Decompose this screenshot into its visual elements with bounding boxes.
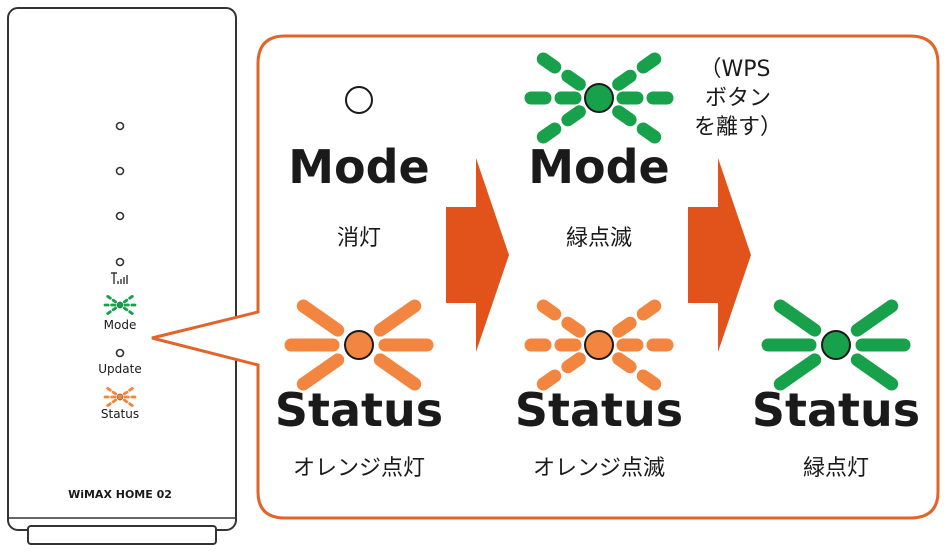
led-dash bbox=[561, 352, 586, 374]
device-status-led bbox=[103, 386, 137, 408]
led-dash bbox=[128, 310, 134, 316]
step-1-status-state: オレンジ点灯 bbox=[293, 456, 425, 481]
step-1-mode-state: 消灯 bbox=[337, 226, 381, 251]
led-dash bbox=[111, 306, 118, 312]
led-dash bbox=[536, 369, 562, 391]
led-dash bbox=[612, 352, 637, 374]
led-dash bbox=[128, 294, 134, 300]
led-dash bbox=[106, 294, 112, 300]
led-dash bbox=[106, 310, 112, 316]
led-dot bbox=[584, 330, 614, 360]
led-ray bbox=[373, 299, 422, 337]
step-2-mode-label: Mode bbox=[528, 140, 670, 194]
led-ray bbox=[296, 299, 345, 337]
led-dash bbox=[612, 316, 637, 338]
step-3: Status 緑点灯 bbox=[752, 299, 920, 481]
led-dash bbox=[536, 122, 562, 144]
device-led-1 bbox=[115, 121, 125, 131]
led-ray bbox=[773, 299, 822, 337]
status-led-solid-orange-icon bbox=[284, 299, 434, 391]
device-mode-led bbox=[103, 294, 137, 316]
led-dash bbox=[636, 299, 662, 321]
step-2-note-line-3: を離す） bbox=[694, 115, 782, 140]
led-dash bbox=[111, 390, 118, 396]
device-model-label: WiMAX HOME 02 bbox=[68, 488, 172, 501]
mode-led-off-icon bbox=[345, 86, 373, 114]
device-led-2 bbox=[115, 166, 125, 176]
led-ray bbox=[850, 353, 899, 391]
step-2: （WPS ボタン を離す） Mode 緑点滅 Status オレンジ点滅 bbox=[515, 52, 782, 481]
led-ray bbox=[773, 353, 822, 391]
led-dash bbox=[111, 398, 118, 404]
step-3-status-state: 緑点灯 bbox=[803, 456, 869, 481]
signal-bars-icon bbox=[111, 272, 128, 284]
led-dash bbox=[122, 390, 129, 396]
step-1-mode-label: Mode bbox=[288, 140, 430, 194]
device-status-label: Status bbox=[101, 407, 139, 421]
led-dash bbox=[122, 306, 129, 312]
led-dash bbox=[561, 316, 586, 338]
led-dash bbox=[536, 299, 562, 321]
led-dot bbox=[584, 83, 614, 113]
device-update-label: Update bbox=[98, 362, 141, 376]
step-2-status-label: Status bbox=[515, 383, 683, 437]
status-led-blinking-orange-icon bbox=[524, 299, 674, 391]
status-led-solid-green-icon bbox=[761, 299, 911, 391]
led-dash bbox=[111, 298, 118, 304]
step-1: Mode 消灯 Status オレンジ点灯 bbox=[275, 86, 443, 481]
led-dash bbox=[636, 52, 662, 74]
led-dash bbox=[561, 105, 586, 127]
led-ray bbox=[850, 299, 899, 337]
step-3-status-label: Status bbox=[752, 383, 920, 437]
led-dot bbox=[344, 330, 374, 360]
led-dash bbox=[636, 122, 662, 144]
led-dot bbox=[821, 330, 851, 360]
led-dot bbox=[116, 393, 124, 401]
step-2-mode-state: 緑点滅 bbox=[566, 226, 632, 251]
router-device: Mode Update Status WiMAX HOME 02 bbox=[7, 7, 237, 545]
led-dash bbox=[106, 386, 112, 392]
callout-bubble bbox=[151, 34, 940, 520]
device-led-signal bbox=[115, 257, 125, 267]
led-ray bbox=[296, 353, 345, 391]
mode-led-blinking-green-icon bbox=[524, 52, 674, 144]
led-dash bbox=[636, 369, 662, 391]
led-ray bbox=[373, 353, 422, 391]
step-arrow-2 bbox=[688, 158, 751, 352]
led-dash bbox=[612, 69, 637, 91]
device-update-led bbox=[115, 348, 125, 358]
led-dash bbox=[106, 402, 112, 408]
led-dash bbox=[122, 398, 129, 404]
led-dash bbox=[561, 69, 586, 91]
led-dot bbox=[116, 301, 124, 309]
step-1-status-label: Status bbox=[275, 383, 443, 437]
step-2-note-line-1: （WPS bbox=[700, 57, 771, 82]
led-dash bbox=[128, 386, 134, 392]
led-dash bbox=[128, 402, 134, 408]
led-dash bbox=[122, 298, 129, 304]
step-arrow-1 bbox=[446, 158, 509, 352]
step-2-status-state: オレンジ点滅 bbox=[533, 456, 665, 481]
step-2-note-line-2: ボタン bbox=[705, 86, 771, 111]
device-mode-label: Mode bbox=[104, 318, 137, 332]
led-dash bbox=[612, 105, 637, 127]
device-led-3 bbox=[115, 211, 125, 221]
led-dash bbox=[536, 52, 562, 74]
